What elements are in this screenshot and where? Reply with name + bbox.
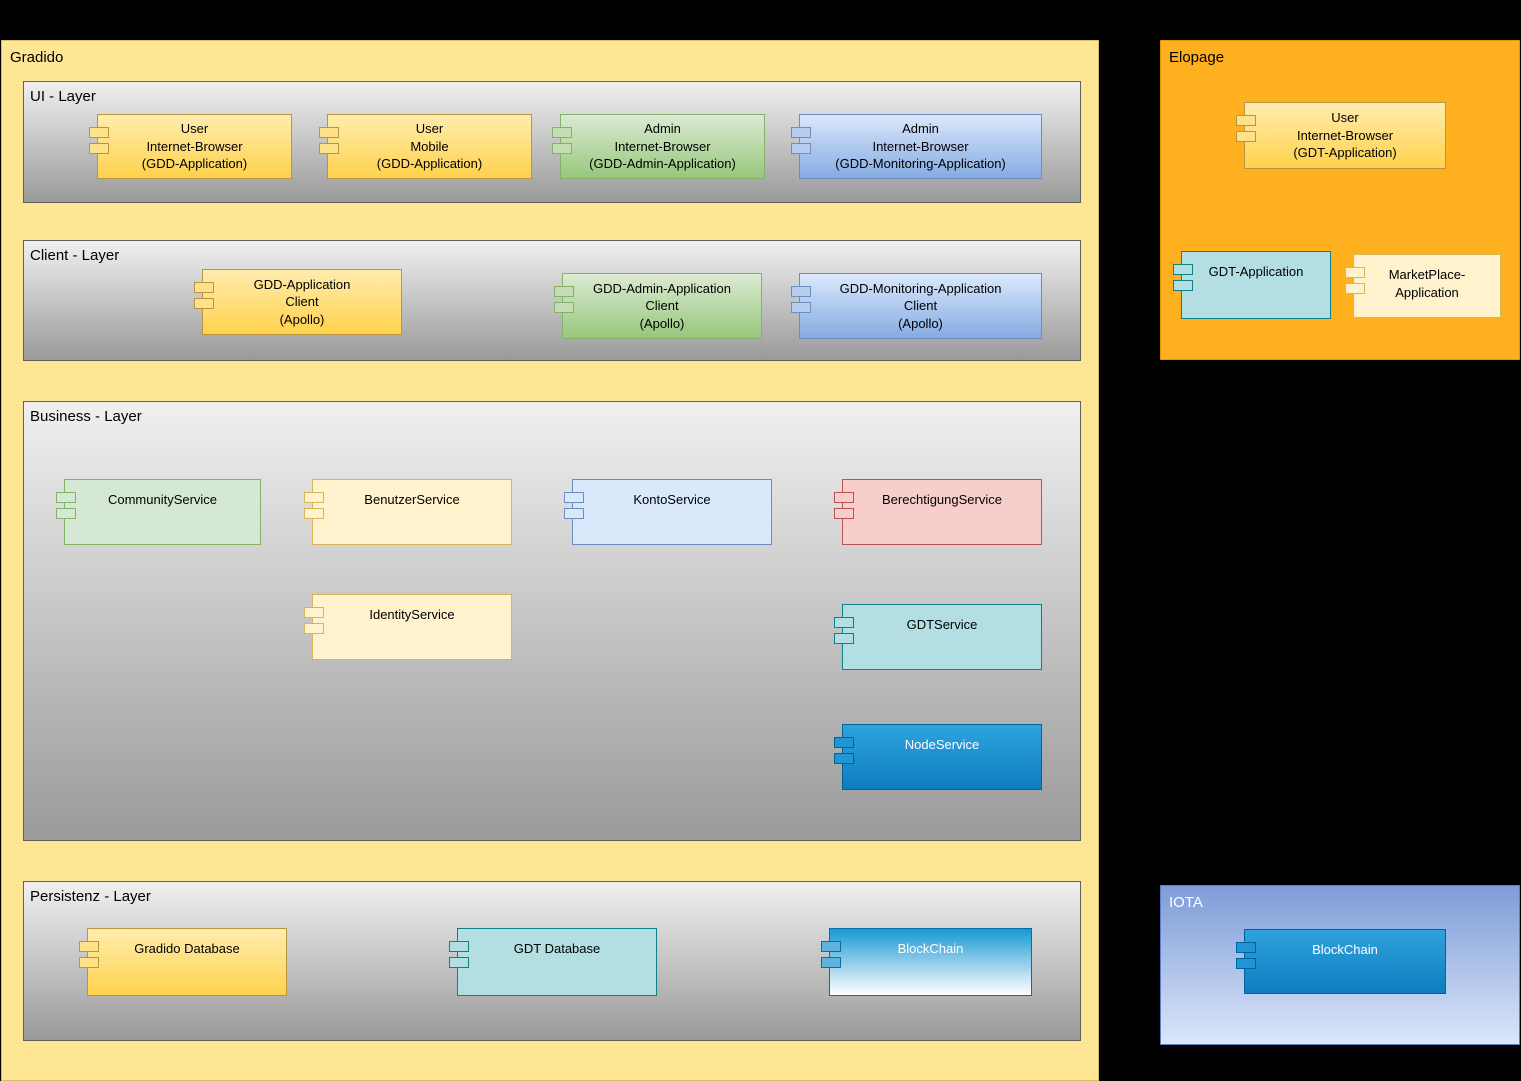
component-user-internet-browser-gdd: User Internet-Browser (GDD-Application) [89, 114, 292, 179]
component-label: GDD-Admin-Application Client (Apollo) [593, 280, 731, 331]
component-label: User Mobile (GDD-Application) [376, 121, 483, 172]
component-identity-service: IdentityService [304, 594, 512, 660]
component-konto-service: KontoService [564, 479, 772, 545]
component-blockchain-iota: BlockChain [1236, 929, 1446, 994]
component-user-mobile-gdd: User Mobile (GDD-Application) [319, 114, 532, 179]
component-label: CommunityService [107, 492, 218, 507]
ui-layer-title: UI - Layer [30, 88, 96, 105]
component-benutzer-service: BenutzerService [304, 479, 512, 545]
persistenz-layer: Persistenz - Layer Gradido Database GDT … [23, 881, 1081, 1041]
component-admin-internet-browser-monitoring-app: Admin Internet-Browser (GDD-Monitoring-A… [791, 114, 1042, 179]
component-label: IdentityService [369, 607, 455, 622]
component-blockchain-persistenz: BlockChain [821, 928, 1032, 996]
component-gdd-application-client: GDD-Application Client (Apollo) [194, 269, 402, 335]
client-layer: Client - Layer GDD-Application Client (A… [23, 240, 1081, 361]
component-label: MarketPlace- Application [1388, 267, 1466, 300]
component-label: GDD-Application Client (Apollo) [253, 276, 351, 327]
component-label: Admin Internet-Browser (GDD-Monitoring-A… [835, 121, 1006, 172]
component-label: User Internet-Browser (GDT-Application) [1293, 110, 1397, 161]
component-label: GDT Database [513, 941, 601, 956]
ui-layer: UI - Layer User Internet-Browser (GDD-Ap… [23, 81, 1081, 203]
component-marketplace-application: MarketPlace- Application [1345, 254, 1501, 318]
component-label: Gradido Database [134, 941, 240, 956]
component-admin-internet-browser-admin-app: Admin Internet-Browser (GDD-Admin-Applic… [552, 114, 765, 179]
component-user-internet-browser-gdt: User Internet-Browser (GDT-Application) [1236, 102, 1446, 169]
gradido-title: Gradido [10, 49, 64, 66]
component-berechtigung-service: BerechtigungService [834, 479, 1042, 545]
component-label: KontoService [633, 492, 711, 507]
component-label: BenutzerService [364, 492, 460, 507]
persistenz-layer-title: Persistenz - Layer [30, 888, 151, 905]
component-gradido-database: Gradido Database [79, 928, 287, 996]
component-label: BlockChain [1312, 942, 1378, 957]
component-label: GDT-Application [1208, 264, 1304, 279]
component-community-service: CommunityService [56, 479, 261, 545]
component-gdd-monitoring-application-client: GDD-Monitoring-Application Client (Apoll… [791, 273, 1042, 339]
component-label: GDTService [906, 617, 978, 632]
component-node-service: NodeService [834, 724, 1042, 790]
component-label: Admin Internet-Browser (GDD-Admin-Applic… [589, 121, 736, 172]
iota-title: IOTA [1169, 894, 1203, 911]
gradido-container: Gradido UI - Layer User Internet-Browser… [1, 40, 1099, 1081]
component-gdt-service: GDTService [834, 604, 1042, 670]
iota-container: IOTA BlockChain [1160, 885, 1520, 1045]
business-layer: Business - Layer CommunityService Benutz… [23, 401, 1081, 841]
component-gdt-application: GDT-Application [1173, 251, 1331, 319]
component-label: User Internet-Browser (GDD-Application) [141, 121, 248, 172]
component-label: BlockChain [897, 941, 964, 956]
component-label: BerechtigungService [882, 492, 1002, 507]
component-label: NodeService [904, 737, 980, 752]
elopage-title: Elopage [1169, 49, 1225, 66]
component-label: GDD-Monitoring-Application Client (Apoll… [839, 280, 1002, 331]
component-gdt-database: GDT Database [449, 928, 657, 996]
component-gdd-admin-application-client: GDD-Admin-Application Client (Apollo) [554, 273, 762, 339]
client-layer-title: Client - Layer [30, 247, 120, 264]
business-layer-title: Business - Layer [30, 408, 142, 425]
elopage-container: Elopage User Internet-Browser (GDT-Appli… [1160, 40, 1520, 360]
